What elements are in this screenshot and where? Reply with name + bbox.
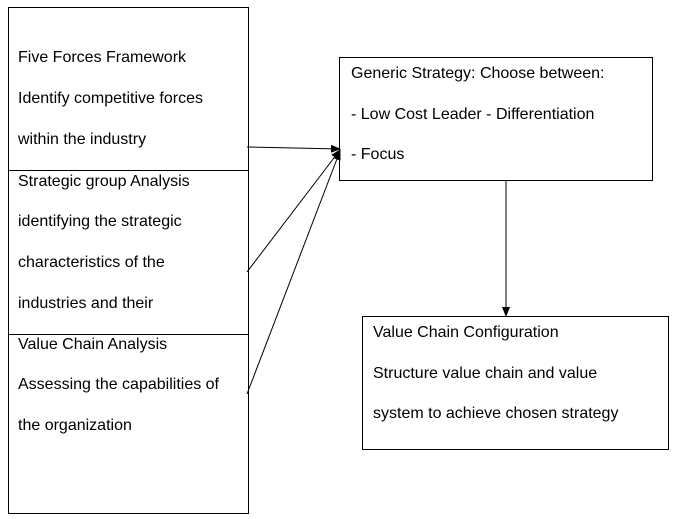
generic-strategy-box xyxy=(339,57,653,181)
value-chain-analysis-text-line: Assessing the capabilities of xyxy=(18,376,219,393)
five-forces-text-line: Identify competitive forces xyxy=(18,90,203,107)
value-chain-configuration-box xyxy=(362,316,669,450)
analysis-column xyxy=(8,7,249,514)
generic-strategy-option: - Focus xyxy=(351,146,405,163)
generic-strategy-option: - Low Cost Leader - Differentiation xyxy=(351,106,595,123)
value-chain-configuration-text-line: Structure value chain and value xyxy=(373,365,598,382)
generic-strategy-title: Generic Strategy: Choose between: xyxy=(351,65,605,82)
value-chain-configuration-text-line: system to achieve chosen strategy xyxy=(373,405,619,422)
five-forces-title: Five Forces Framework xyxy=(18,49,187,66)
strategic-group-text-line: identifying the strategic xyxy=(18,213,182,230)
strategic-group-title: Strategic group Analysis xyxy=(18,173,190,190)
arrow-five-forces-to-generic-strategy xyxy=(246,144,341,153)
strategic-group-text-line: industries and their xyxy=(18,295,154,312)
value-chain-analysis-title: Value Chain Analysis xyxy=(18,336,168,353)
section-divider xyxy=(8,170,249,171)
arrow-value-chain-analysis-to-generic-strategy xyxy=(246,150,341,395)
arrow-strategic-group-to-generic-strategy xyxy=(246,149,341,273)
value-chain-configuration-title: Value Chain Configuration xyxy=(373,324,559,341)
five-forces-text-line: within the industry xyxy=(18,131,147,148)
section-divider xyxy=(8,334,249,335)
strategic-group-text-line: characteristics of the xyxy=(18,254,165,271)
value-chain-analysis-text-line: the organization xyxy=(18,417,132,434)
